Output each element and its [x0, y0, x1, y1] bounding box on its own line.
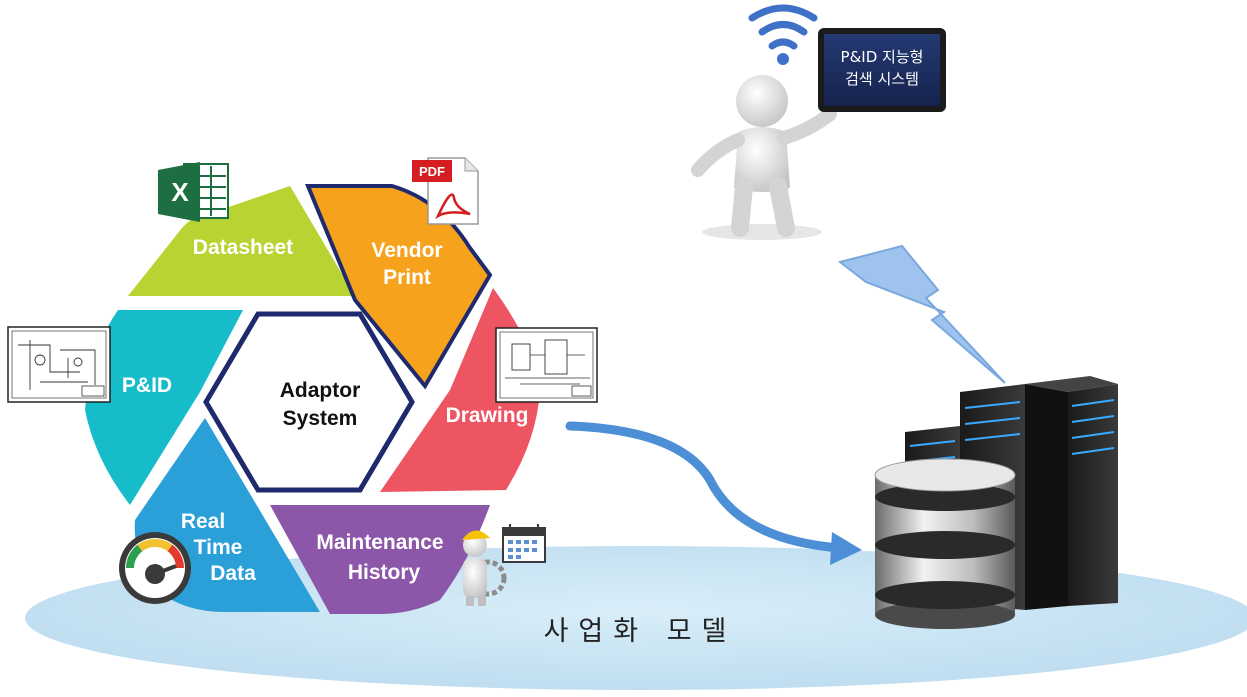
pid-drawing-thumbnail — [7, 326, 111, 403]
database-icon — [874, 458, 1016, 629]
vendor-print-label-1: Vendor — [371, 239, 442, 262]
drawing-label: Drawing — [446, 404, 529, 427]
segment-pid — [85, 310, 243, 505]
maintenance-history-label-1: Maintenance — [316, 531, 443, 554]
hexagon-ring — [85, 184, 540, 614]
gauge-icon — [119, 532, 191, 604]
pid-label: P&ID — [122, 374, 172, 397]
excel-icon-letter: X — [171, 177, 189, 207]
business-model-label: 사업화 모델 — [544, 616, 737, 647]
real-time-data-label-3: Data — [210, 562, 256, 585]
real-time-data-label-2: Time — [194, 536, 243, 559]
tablet-device: P&ID 지능형 검색 시스템 — [818, 28, 946, 112]
center-label-2: System — [283, 407, 358, 430]
pdf-icon-label: PDF — [419, 164, 445, 179]
segment-maintenance-history — [270, 505, 490, 614]
person-figure — [691, 75, 837, 240]
maintenance-worker-icon — [462, 530, 507, 606]
calendar-icon — [502, 524, 546, 563]
wifi-icon — [748, 4, 818, 65]
lightning-icon — [837, 244, 1006, 384]
excel-icon: X — [158, 162, 229, 222]
maintenance-history-label-2: History — [348, 561, 421, 584]
pdf-icon: PDF — [412, 157, 479, 225]
tablet-text-line2: 검색 시스템 — [845, 70, 919, 88]
datasheet-label: Datasheet — [193, 236, 293, 259]
engineering-drawing-thumbnail — [495, 327, 598, 403]
vendor-print-label-2: Print — [383, 266, 431, 289]
flow-arrow-head — [830, 532, 862, 565]
center-label-1: Adaptor — [280, 379, 361, 402]
flow-arrow — [565, 421, 845, 553]
center-hexagon — [203, 311, 415, 493]
segment-datasheet — [128, 186, 355, 296]
tablet-text-line1: P&ID 지능형 — [841, 48, 924, 66]
real-time-data-label-1: Real — [181, 510, 225, 533]
